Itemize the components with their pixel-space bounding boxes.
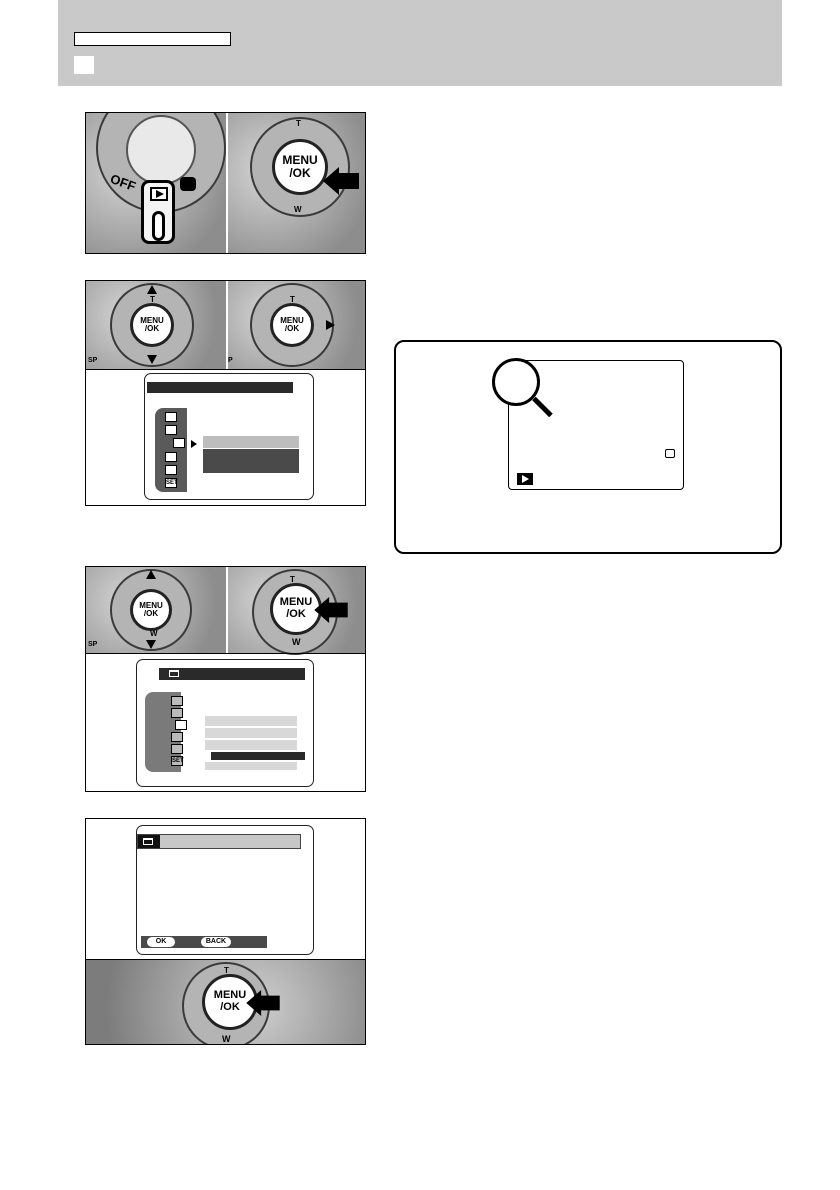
trash-icon	[171, 696, 183, 706]
set-icon: SET	[165, 478, 178, 488]
print-option-2[interactable]	[205, 728, 297, 738]
press-arrow-icon	[314, 597, 348, 623]
header-band	[58, 0, 782, 86]
figure-1-mode-dial: OFF T W MENU /OK	[85, 112, 366, 254]
copy-icon	[171, 744, 183, 754]
print-icon	[175, 720, 187, 730]
camera-back-photo: T MENU /OK W	[86, 960, 365, 1044]
submenu-panel	[203, 449, 299, 473]
card-icon	[665, 449, 675, 458]
header-title-box	[74, 32, 231, 46]
figure-4-confirm: OK BACK T MENU /OK W	[85, 818, 366, 1045]
print-icon	[143, 838, 153, 845]
play-icon	[150, 187, 168, 201]
set-icon: SET	[171, 756, 184, 766]
menu-title-bar	[159, 668, 305, 680]
print-icon	[169, 670, 179, 677]
button-guide-bar: OK BACK	[141, 936, 267, 948]
down-arrow-icon	[146, 640, 156, 649]
playback-menu-screen: SET	[144, 373, 314, 500]
mode-dial-photo: OFF	[86, 113, 226, 253]
print-option-5[interactable]	[205, 762, 297, 770]
protect-icon	[165, 452, 177, 462]
print-option-3[interactable]	[205, 740, 297, 750]
menu-title-bar	[147, 382, 293, 393]
figure-2-menu-select: T MENU /OK SP T MENU /OK P	[85, 280, 366, 506]
rotate-icon	[171, 708, 183, 718]
section-marker	[74, 56, 94, 74]
info-box	[394, 340, 782, 554]
down-arrow-icon	[147, 355, 157, 364]
mode-switch-highlight	[141, 180, 175, 244]
copy-icon	[165, 465, 177, 475]
press-arrow-icon	[323, 167, 359, 195]
back-button-guide[interactable]: BACK	[201, 937, 231, 947]
menu-ok-button-right[interactable]: MENU /OK	[270, 583, 322, 635]
print-option-selected[interactable]	[211, 752, 305, 760]
menu-ok-button-left[interactable]: MENU /OK	[130, 303, 174, 347]
confirm-title-bar	[137, 834, 301, 849]
trash-icon	[165, 412, 177, 422]
menu-ok-button-right[interactable]: MENU /OK	[270, 303, 314, 347]
menu-ok-button[interactable]: MENU /OK	[272, 139, 328, 195]
playback-icon	[517, 473, 533, 485]
menu-button-photo: T W MENU /OK	[228, 113, 365, 253]
menu-ok-button-left[interactable]: MENU /OK	[130, 589, 172, 631]
ok-button-guide[interactable]: OK	[147, 937, 175, 947]
up-arrow-icon	[146, 570, 156, 579]
confirm-screen: OK BACK	[136, 825, 314, 955]
menu-option-highlight[interactable]	[203, 436, 299, 448]
print-menu-screen: SET	[136, 659, 314, 787]
camera-icon	[180, 177, 196, 191]
magnifier-icon	[492, 358, 540, 406]
print-option-1[interactable]	[205, 716, 297, 726]
mode-switch-lever	[152, 211, 165, 241]
press-arrow-icon	[246, 990, 280, 1016]
protect-icon	[171, 732, 183, 742]
up-arrow-icon	[147, 285, 157, 294]
print-icon	[173, 438, 185, 448]
rotate-icon	[165, 425, 177, 435]
figure-3-print-options: MENU /OK W SP T MENU /OK W	[85, 566, 366, 792]
right-arrow-icon	[326, 320, 335, 330]
